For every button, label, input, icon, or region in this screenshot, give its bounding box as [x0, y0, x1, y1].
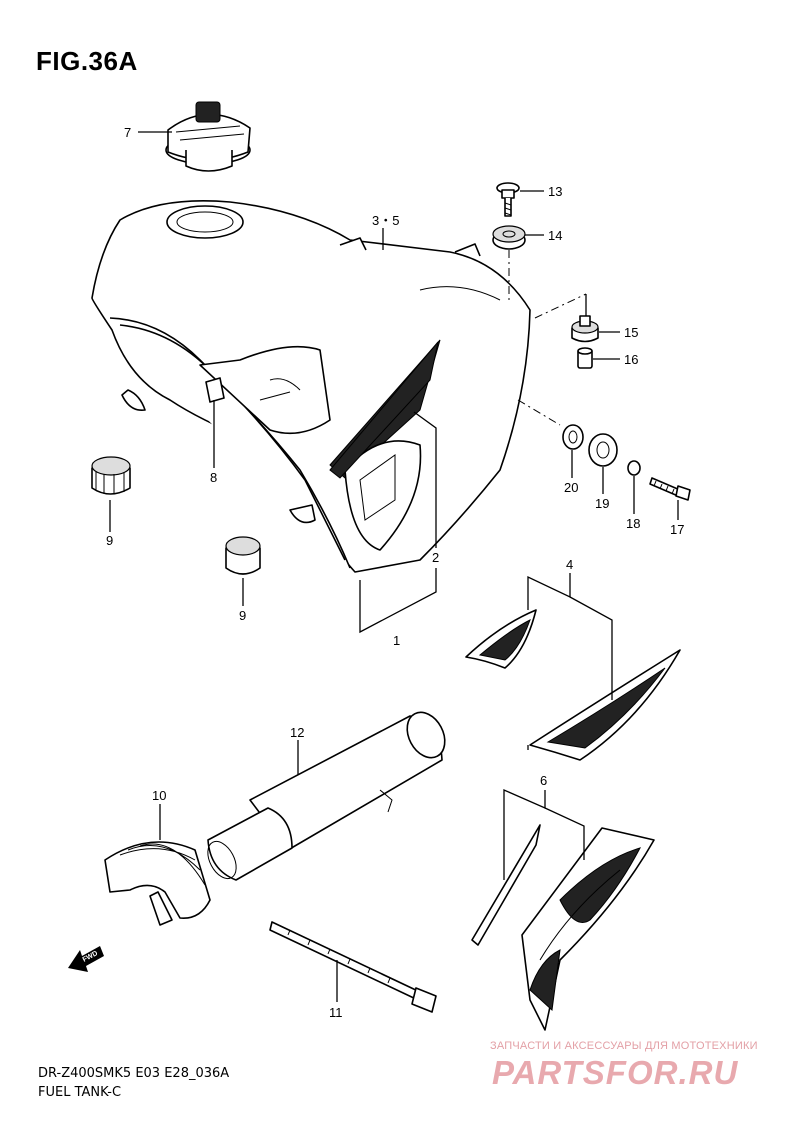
callout-7: 7 [124, 125, 131, 140]
damper-part-14[interactable] [492, 225, 526, 250]
leader-lines [109, 131, 679, 1002]
emblem-part-6[interactable] [471, 824, 655, 1031]
callout-13: 13 [548, 184, 562, 199]
callout-18: 18 [626, 516, 640, 531]
figure-title: FIG.36A [36, 46, 138, 76]
callout-9a: 9 [106, 533, 113, 548]
callout-15: 15 [624, 325, 638, 340]
callout-6: 6 [540, 773, 547, 788]
emblem-part-4[interactable] [465, 609, 681, 761]
callout-2: 2 [432, 550, 439, 565]
fuel-tank-part[interactable] [91, 200, 531, 573]
callout-3-5: 3・5 [372, 213, 399, 228]
callout-14: 14 [548, 228, 562, 243]
callout-11: 11 [329, 1005, 343, 1020]
fuel-cap-part[interactable] [165, 101, 251, 172]
cable-tie-part-11[interactable] [269, 921, 437, 1013]
callout-10: 10 [152, 788, 166, 803]
callout-8: 8 [210, 470, 217, 485]
bolt-part-17[interactable] [649, 477, 691, 501]
callout-16: 16 [624, 352, 638, 367]
callout-12: 12 [290, 725, 304, 740]
sleeve-part-12[interactable] [202, 706, 452, 883]
callout-20: 20 [564, 480, 578, 495]
bolt-part-13[interactable] [496, 182, 520, 217]
cushion-part-9a[interactable] [91, 456, 131, 495]
part-group-name: FUEL TANK-C [38, 1085, 122, 1100]
callout-1: 1 [393, 633, 400, 648]
tank-shroud-part-2[interactable] [329, 341, 439, 479]
cushion-part-19[interactable] [588, 433, 618, 467]
callout-labels: 7 3・5 13 14 15 16 8 9 9 20 19 18 17 2 1 … [106, 125, 684, 1020]
callout-17: 17 [670, 522, 684, 537]
damper-part-15[interactable] [571, 315, 599, 343]
collar-part-16[interactable] [577, 347, 593, 369]
callout-9b: 9 [239, 608, 246, 623]
washer-part-18[interactable] [627, 460, 641, 476]
callout-4: 4 [566, 557, 573, 572]
callout-19: 19 [595, 496, 609, 511]
watermark-logo: PARTSFOR.RU [492, 1054, 739, 1091]
cushion-part-10[interactable] [104, 841, 211, 926]
model-code: DR-Z400SMK5 E03 E28_036A [38, 1066, 230, 1081]
cushion-part-9b[interactable] [225, 536, 261, 575]
watermark-tagline: ЗАПЧАСТИ И АКСЕССУАРЫ ДЛЯ МОТОТЕХНИКИ [490, 1040, 758, 1052]
hose-part-8[interactable] [205, 377, 225, 403]
forward-arrow-icon: FWD [68, 946, 104, 972]
cushion-part-20[interactable] [562, 424, 584, 450]
